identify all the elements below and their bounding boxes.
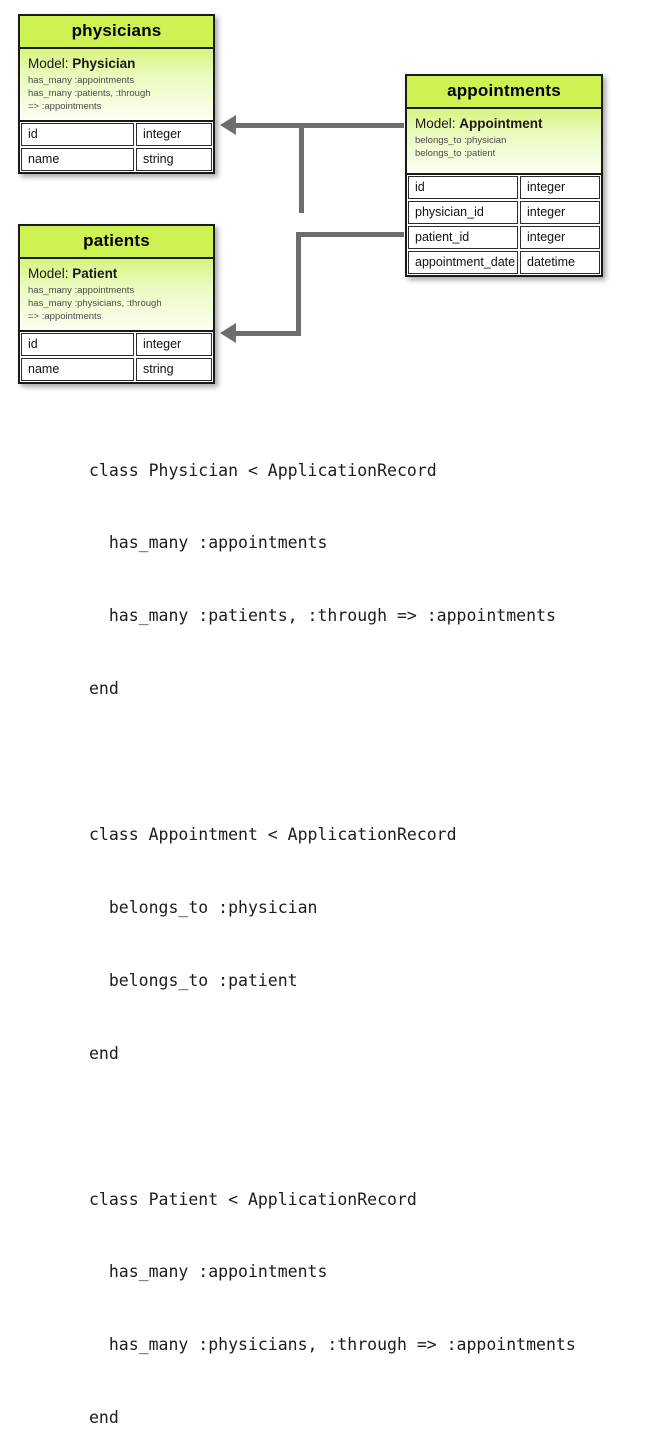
arrow-head-patients-icon <box>220 323 236 343</box>
er-model-line-appointments: Model: Appointment <box>415 116 593 131</box>
connector-segment-horizontal-to-physicians <box>236 123 302 128</box>
column-name-cell: id <box>21 123 134 147</box>
connector-segment-vertical-upper <box>299 123 304 213</box>
er-columns-appointments: id integer physician_id integer patient_… <box>407 175 601 275</box>
er-model-label: Model: <box>415 116 456 131</box>
table-row[interactable]: patient_id integer <box>407 225 601 250</box>
code-block: class Physician < ApplicationRecord has_… <box>89 410 576 1455</box>
er-table-title-appointments: appointments <box>407 76 601 109</box>
er-model-label: Model: <box>28 56 69 71</box>
code-line: class Physician < ApplicationRecord <box>89 460 437 480</box>
table-row[interactable]: id integer <box>20 332 213 357</box>
table-row[interactable]: appointment_date datetime <box>407 250 601 275</box>
er-association-1: belongs_to :patient <box>415 148 496 160</box>
er-model-label: Model: <box>28 266 69 281</box>
er-table-patients[interactable]: patients Model: Patient has_many :appoin… <box>18 224 215 385</box>
er-table-appointments[interactable]: appointments Model: Appointment belongs_… <box>405 74 603 278</box>
er-association-1: has_many :patients, :through <box>28 88 151 100</box>
column-name-cell: id <box>408 176 518 200</box>
column-type-cell: integer <box>520 226 600 250</box>
connector-segment-horizontal-to-patients <box>236 331 300 336</box>
column-type-cell: integer <box>520 176 600 200</box>
er-table-body-appointments: Model: Appointment belongs_to :physician… <box>407 109 601 176</box>
code-line: end <box>89 679 119 699</box>
connector-segment-horizontal-lower <box>296 232 404 237</box>
er-model-name: Appointment <box>459 116 543 131</box>
code-line: class Appointment < ApplicationRecord <box>89 825 457 845</box>
code-line: has_many :patients, :through => :appoint… <box>89 606 556 626</box>
column-name-cell: name <box>21 148 134 172</box>
er-model-name: Physician <box>72 56 136 71</box>
column-type-cell: datetime <box>520 251 600 275</box>
column-type-cell: integer <box>136 333 212 357</box>
column-name-cell: name <box>21 358 134 382</box>
er-model-name: Patient <box>72 266 118 281</box>
er-table-body-patients: Model: Patient has_many :appointments ha… <box>20 259 213 333</box>
er-table-title-physicians: physicians <box>20 16 213 49</box>
code-line-blank <box>89 750 576 774</box>
er-association-1: has_many :physicians, :through <box>28 298 162 310</box>
er-model-line-patients: Model: Patient <box>28 266 205 281</box>
column-type-cell: string <box>136 148 212 172</box>
table-row[interactable]: id integer <box>20 122 213 147</box>
code-line: has_many :physicians, :through => :appoi… <box>89 1335 576 1355</box>
column-type-cell: integer <box>136 123 212 147</box>
table-row[interactable]: physician_id integer <box>407 200 601 225</box>
er-table-title-patients: patients <box>20 226 213 259</box>
code-line: end <box>89 1043 119 1063</box>
connector-segment-vertical-lower <box>296 232 301 336</box>
code-line: has_many :appointments <box>89 1262 328 1282</box>
table-row[interactable]: name string <box>20 147 213 172</box>
column-name-cell: patient_id <box>408 226 518 250</box>
table-row[interactable]: name string <box>20 357 213 382</box>
column-name-cell: physician_id <box>408 201 518 225</box>
table-row[interactable]: id integer <box>407 175 601 200</box>
er-association-2: => :appointments <box>28 311 102 323</box>
code-line: belongs_to :patient <box>89 970 298 990</box>
er-table-physicians[interactable]: physicians Model: Physician has_many :ap… <box>18 14 215 175</box>
arrow-head-physicians-icon <box>220 115 236 135</box>
code-line: has_many :appointments <box>89 533 328 553</box>
er-association-0: has_many :appointments <box>28 75 135 86</box>
er-model-line-physicians: Model: Physician <box>28 56 205 71</box>
er-columns-physicians: id integer name string <box>20 122 213 172</box>
column-name-cell: id <box>21 333 134 357</box>
er-columns-patients: id integer name string <box>20 332 213 382</box>
er-table-body-physicians: Model: Physician has_many :appointments … <box>20 49 213 123</box>
column-type-cell: string <box>136 358 212 382</box>
column-type-cell: integer <box>520 201 600 225</box>
er-association-2: => :appointments <box>28 101 102 113</box>
code-line-blank <box>89 1115 576 1139</box>
er-association-0: has_many :appointments <box>28 285 135 296</box>
column-name-cell: appointment_date <box>408 251 518 275</box>
code-line: end <box>89 1408 119 1428</box>
connector-segment-horizontal-upper <box>296 123 404 128</box>
er-association-0: belongs_to :physician <box>415 135 507 146</box>
code-line: class Patient < ApplicationRecord <box>89 1189 417 1209</box>
code-line: belongs_to :physician <box>89 897 318 917</box>
